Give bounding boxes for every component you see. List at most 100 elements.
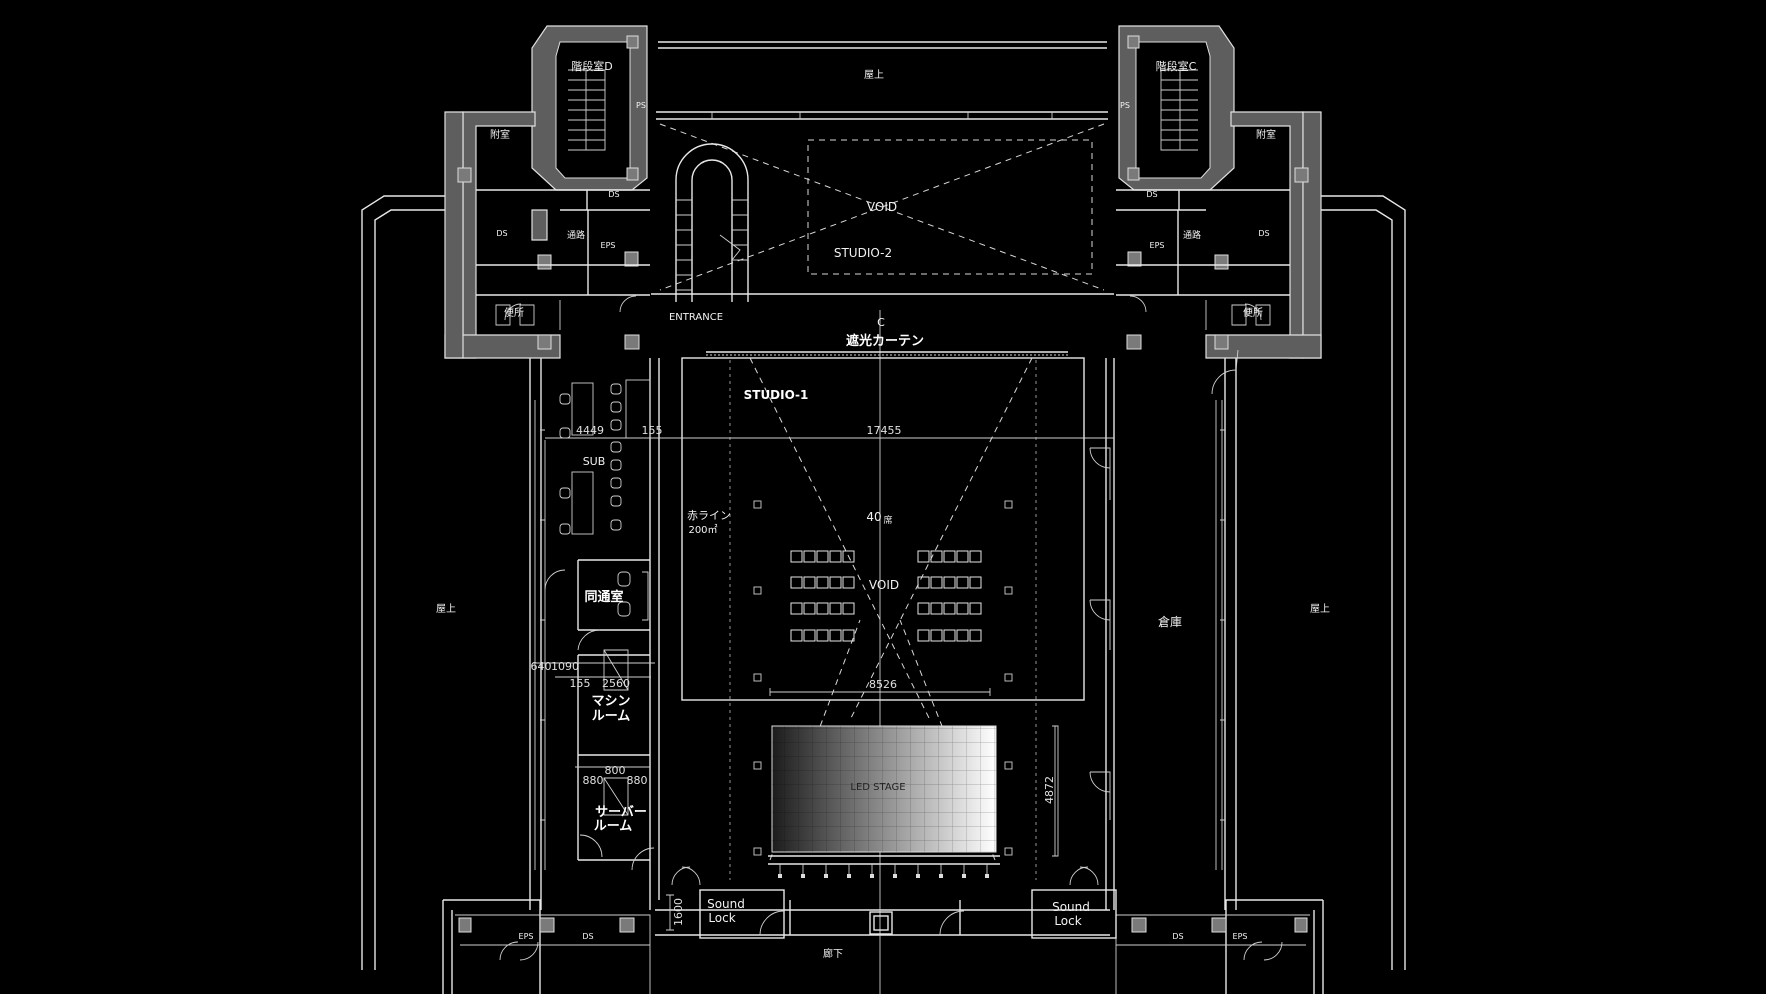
annex-right-label: 附室 <box>1256 128 1276 141</box>
dim-880-b: 880 <box>627 774 648 787</box>
dim-17455: 17455 <box>867 424 902 437</box>
led-stage-label: LED STAGE <box>850 782 905 793</box>
seat <box>930 602 943 615</box>
area-label: 200㎡ <box>688 524 717 536</box>
seat <box>917 602 930 615</box>
seat <box>803 629 816 642</box>
studio2-label: STUDIO-2 <box>834 246 892 260</box>
corridor-right-label: 通路 <box>1183 229 1201 241</box>
seat <box>917 576 930 589</box>
seat <box>790 550 803 563</box>
ds-right-mid-label: DS <box>1258 229 1269 238</box>
seat <box>969 629 982 642</box>
machine-room-label-1: マシン <box>591 694 630 709</box>
red-line-label: 赤ライン <box>687 509 731 522</box>
studio1-area <box>545 351 1114 880</box>
seat <box>930 576 943 589</box>
dim-880-a: 880 <box>583 774 604 787</box>
dim-800: 800 <box>605 764 626 777</box>
seat <box>842 576 855 589</box>
dim-155-b: 155 <box>570 677 591 690</box>
seat <box>829 602 842 615</box>
seat <box>956 602 969 615</box>
machine-room-label-2: ルーム <box>592 709 631 724</box>
chair <box>610 383 622 395</box>
seat-count: 40 <box>866 510 881 524</box>
seating-rows <box>790 550 982 642</box>
seat <box>969 576 982 589</box>
eps-right-label: EPS <box>1150 241 1165 250</box>
seat <box>829 550 842 563</box>
seat <box>829 629 842 642</box>
seat <box>816 550 829 563</box>
dim-155-a: 155 <box>642 424 663 437</box>
stage-leg-foot <box>985 874 989 878</box>
seat <box>956 629 969 642</box>
ds-right-top-label: DS <box>1146 190 1157 199</box>
seat-unit: 席 <box>883 514 892 526</box>
stage-leg-foot <box>939 874 943 878</box>
chair <box>610 477 622 489</box>
seat <box>816 629 829 642</box>
core-top-right <box>1116 25 1322 359</box>
server-room-label-1: サーバー <box>595 805 647 820</box>
studio1-label: STUDIO-1 <box>744 388 809 402</box>
stage-leg-foot <box>824 874 828 878</box>
seat <box>943 576 956 589</box>
centerline-mark: C <box>877 316 885 329</box>
sound-lock-right-2: Lock <box>1054 914 1081 928</box>
ps-right-label: PS <box>1120 101 1130 110</box>
void-center-label: VOID <box>869 578 899 592</box>
toilet-right-label: 便所 <box>1243 306 1263 319</box>
stage-leg-foot <box>893 874 897 878</box>
sound-lock-left-2: Lock <box>708 911 735 925</box>
seat <box>943 602 956 615</box>
chair <box>559 427 571 439</box>
ds-bottom-left-label: DS <box>582 932 593 941</box>
sub-label: SUB <box>583 455 606 468</box>
dim-4449: 4449 <box>576 424 604 437</box>
roof-right-label: 屋上 <box>1310 603 1330 615</box>
eps-bottom-right-label: EPS <box>1233 932 1248 941</box>
chair <box>610 519 622 531</box>
chair <box>559 393 571 405</box>
annex-left-label: 附室 <box>490 128 510 141</box>
right-storage <box>1089 349 1239 820</box>
chair <box>559 523 571 535</box>
led-stage <box>768 725 1059 878</box>
ds-left-mid-label: DS <box>496 229 507 238</box>
seat <box>969 602 982 615</box>
stage-leg-foot <box>962 874 966 878</box>
roof-outline <box>361 41 1406 970</box>
stage-leg-foot <box>801 874 805 878</box>
seat <box>842 629 855 642</box>
roof-top-label: 屋上 <box>864 69 884 81</box>
ps-left-label: PS <box>636 101 646 110</box>
eps-left-label: EPS <box>601 241 616 250</box>
dim-4872: 4872 <box>1043 776 1056 804</box>
left-rooms <box>533 379 655 871</box>
eps-bottom-left-label: EPS <box>519 932 534 941</box>
server-room-label-2: ルーム <box>594 819 633 834</box>
seat <box>956 550 969 563</box>
seat <box>930 550 943 563</box>
seat <box>930 629 943 642</box>
dimensions: 4449 155 17455 640 1090 155 2560 8526 88… <box>531 424 1057 926</box>
seat <box>790 629 803 642</box>
dim-8526: 8526 <box>869 678 897 691</box>
chair <box>559 487 571 499</box>
core-top-left <box>444 25 650 359</box>
seat <box>943 629 956 642</box>
chair <box>610 401 622 413</box>
dim-2560: 2560 <box>602 677 630 690</box>
seat <box>816 576 829 589</box>
labels: 屋上 屋上 屋上 階段室D 階段室C PS PS 附室 附室 DS DS DS … <box>436 59 1330 960</box>
seat <box>790 602 803 615</box>
chair <box>610 441 622 453</box>
seat <box>842 550 855 563</box>
seat <box>917 550 930 563</box>
stair-c-label: 階段室C <box>1156 59 1197 73</box>
ds-left-top-label: DS <box>608 190 619 199</box>
sound-lock-left-1: Sound <box>707 897 745 911</box>
